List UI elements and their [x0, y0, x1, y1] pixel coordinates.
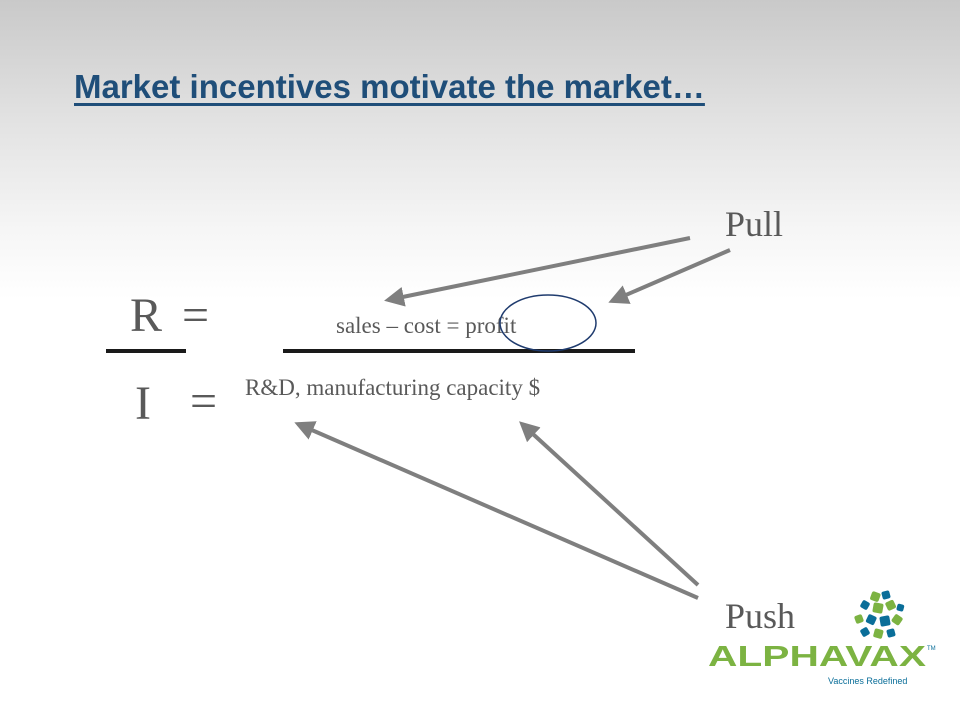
slide-title: Market incentives motivate the market…: [74, 68, 705, 105]
r-symbol: R: [130, 289, 163, 342]
formula-denominator: R&D, manufacturing capacity $: [245, 375, 541, 400]
right-fraction-bar: [283, 349, 635, 353]
logo-mark-icon: [854, 590, 905, 639]
pull-to-sales-arrow: [384, 236, 691, 307]
i-equals-sign: =: [190, 375, 218, 428]
left-fraction-bar: [106, 349, 186, 353]
formula-numerator: sales – cost = profit: [336, 313, 517, 338]
push-to-rd-arrow: [294, 421, 699, 600]
logo-wordmark: ALPHAVAX: [708, 641, 927, 673]
i-symbol: I: [135, 377, 151, 430]
push-to-capacity-arrow: [519, 421, 700, 587]
profit-highlight-circle: [499, 294, 597, 352]
push-label: Push: [725, 596, 796, 636]
logo-trademark: TM: [927, 646, 936, 652]
logo-tagline: Vaccines Redefined: [828, 676, 907, 686]
alphavax-logo: ALPHAVAX TM Vaccines Redefined: [708, 590, 936, 686]
r-equals-sign: =: [182, 289, 210, 342]
pull-label: Pull: [725, 204, 784, 244]
pull-to-profit-arrow: [608, 248, 731, 304]
